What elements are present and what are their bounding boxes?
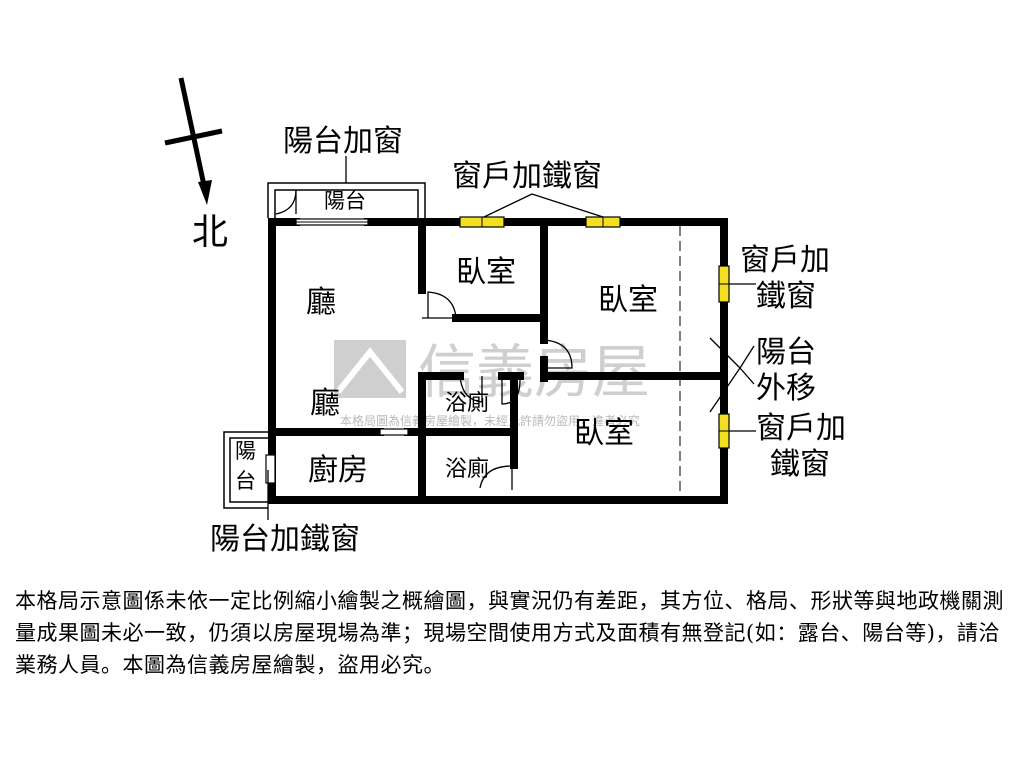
room-bedroom-small: 臥室	[456, 255, 516, 290]
note-window-iron-right-1b: 鐵窗	[756, 279, 816, 314]
note-balcony-moved-a: 陽台	[756, 335, 816, 370]
room-balcony-left-1: 陽	[235, 439, 256, 463]
room-balcony-top: 陽台	[324, 189, 366, 213]
note-window-iron-right-2b: 鐵窗	[770, 447, 830, 482]
note-balcony-window: 陽台加窗	[283, 124, 403, 159]
room-kitchen: 廚房	[308, 453, 368, 488]
doors	[422, 291, 573, 490]
compass-needle	[178, 77, 208, 191]
walls	[268, 218, 728, 504]
room-living-2: 廳	[310, 386, 340, 421]
north-label: 北	[192, 212, 228, 253]
balcony-left	[223, 431, 276, 509]
iron-windows	[379, 216, 730, 449]
note-balcony-iron-window: 陽台加鐵窗	[210, 522, 360, 557]
compass-arrowhead-icon	[198, 180, 212, 205]
window-kitchen	[379, 428, 409, 436]
compass-crossbar	[164, 128, 223, 146]
room-living-1: 廳	[306, 285, 336, 320]
compass: 北	[164, 77, 228, 253]
room-bathroom-1: 浴廁	[445, 391, 489, 416]
room-labels: 廳 廳 臥室 臥室 臥室 浴廁 浴廁 廚房 陽台 陽 台	[235, 189, 658, 493]
annotations: 陽台加窗 窗戶加鐵窗 窗戶加 鐵窗 陽台 外移 窗戶加 鐵窗 陽台加鐵窗	[210, 124, 846, 557]
watermark: 信義房屋 本格局圖為信義房屋繪製，未經允許請勿盜用，違者必究	[334, 338, 650, 428]
note-balcony-moved-b: 外移	[756, 371, 816, 406]
watermark-logo-mark	[335, 347, 405, 394]
note-window-iron-right-1a: 窗戶加	[740, 243, 830, 278]
room-balcony-left-2: 台	[235, 469, 256, 493]
disclaimer-text: 本格局示意圖係未依一定比例縮小繪製之概繪圖，與實況仍有差距，其方位、格局、形狀等…	[15, 589, 1004, 677]
room-bathroom-2: 浴廁	[445, 457, 489, 482]
room-bedroom-right: 臥室	[598, 283, 658, 318]
note-window-iron-right-2a: 窗戶加	[756, 411, 846, 446]
watermark-notice: 本格局圖為信義房屋繪製，未經允許請勿盜用，違者必究	[340, 413, 640, 428]
room-bedroom-bottom: 臥室	[574, 416, 634, 451]
note-window-iron-top: 窗戶加鐵窗	[452, 159, 602, 194]
